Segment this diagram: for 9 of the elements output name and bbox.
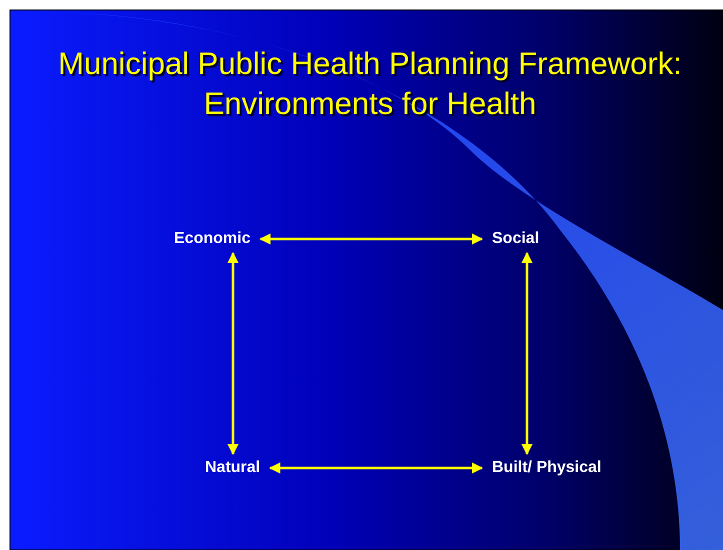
double-arrow: [259, 233, 484, 245]
double-arrow: [269, 462, 484, 474]
double-arrow: [521, 252, 533, 456]
double-arrow: [227, 252, 239, 456]
node-label: Social: [484, 229, 548, 249]
slide-title: Municipal Public Health Planning Framework: Environments for Health: [57, 45, 683, 123]
node-label: Economic: [166, 229, 258, 249]
node-label: Built/ Physical: [484, 458, 610, 478]
node-label: Natural: [197, 458, 268, 478]
